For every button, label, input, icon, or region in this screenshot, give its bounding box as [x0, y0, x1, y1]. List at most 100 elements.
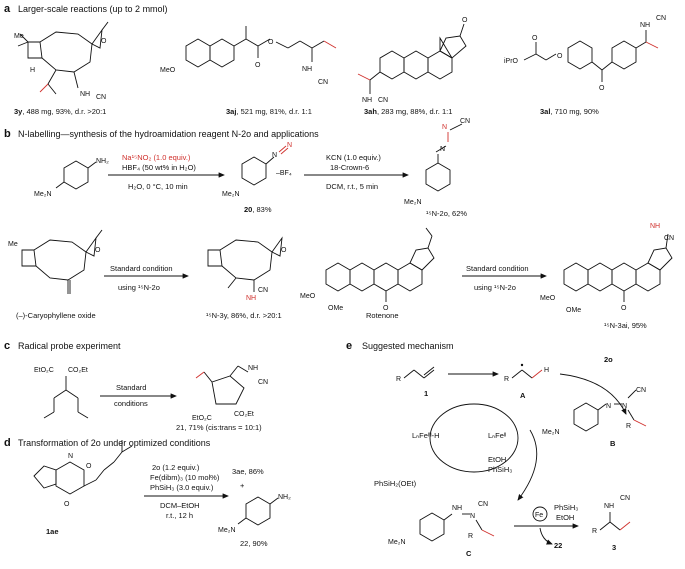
amine-c: NH N CN R Me₂N — [388, 501, 495, 546]
b-r: R — [626, 423, 631, 430]
21-ester4: CO₂Et — [234, 411, 254, 418]
c-cn: CN — [478, 501, 488, 508]
d-product1: 3ae, 86% — [232, 467, 264, 476]
22-me2n: Me₂N — [218, 527, 236, 534]
c-n: N — [470, 513, 475, 520]
c-arrow-bottom: conditions — [114, 399, 148, 408]
e-a-label: A — [520, 391, 526, 400]
15n-3y-cn: CN — [258, 287, 268, 294]
structure-1ae: N O O — [33, 440, 133, 508]
3aj-o2: O — [255, 62, 261, 69]
e-b-label: B — [610, 439, 616, 448]
d-cond-4: DCM–EtOH — [160, 501, 200, 510]
3ai-o: O — [621, 305, 627, 312]
3aj-meo: MeO — [160, 67, 176, 74]
rotenone-meo: MeO — [300, 293, 316, 300]
d-cond-5: r.t., 12 h — [166, 511, 193, 520]
structure-3aj: O O NH CN MeO — [160, 26, 337, 86]
3aj-cn: CN — [318, 79, 328, 86]
15n-3ai-label: ¹⁵N-3ai, 95% — [604, 321, 647, 330]
21-nh: NH — [248, 365, 258, 372]
2o-cn: CN — [460, 118, 470, 125]
3ah-o: O — [462, 17, 468, 24]
15n-3y-o: O — [281, 247, 287, 254]
20-label: 20, 83% — [244, 205, 272, 214]
structure-caryophyllene-oxide: O Me — [8, 229, 103, 294]
aniline-me2n: Me₂N — [34, 191, 52, 198]
b-n1: N — [606, 403, 611, 410]
step2-reagent2: 18-Crown-6 — [330, 163, 369, 172]
panel-e-title: Suggested mechanism — [362, 341, 454, 351]
e-regen-top: PhSiH₃ — [554, 503, 578, 512]
e-c-label: C — [466, 549, 472, 558]
2o-n15: N — [442, 124, 447, 131]
structure-diallylmalonate: EtO₂C CO₂Et — [34, 367, 89, 419]
app1-arrow-top: Standard condition — [110, 264, 173, 273]
structure-20: N N –BF₄ Me₂N — [222, 142, 292, 198]
20-n15: N — [287, 142, 292, 149]
panel-c-title: Radical probe experiment — [18, 341, 121, 351]
rotenone-ome: OMe — [328, 305, 343, 312]
1ae-n-me: N — [68, 453, 73, 460]
structure-3y: O NH CN Me H — [14, 21, 109, 101]
3ah-cn: CN — [378, 97, 388, 104]
22-nh2: NH₂ — [278, 494, 291, 501]
app1-arrow-bottom: using ¹⁵N-2o — [118, 283, 160, 292]
e-2o-label: 2o — [604, 355, 613, 364]
radical-a: R H — [504, 363, 549, 383]
d-cond-1: 2o (1.2 equiv.) — [152, 463, 200, 472]
3aj-o1: O — [268, 39, 274, 46]
panel-c-letter: c — [4, 340, 10, 352]
3ai-hn: NH — [650, 223, 660, 230]
step1-reagent2: HBF₄ (50 wt% in H₂O) — [122, 163, 196, 172]
15n-3y-hn: NH — [246, 295, 256, 302]
e-1-r: R — [396, 376, 401, 383]
20-me2n: Me₂N — [222, 191, 240, 198]
3aj-hn: NH — [302, 66, 312, 73]
d-product2: 22, 90% — [240, 539, 268, 548]
d-plus: + — [240, 481, 245, 490]
3al-ipro: iPrO — [504, 58, 519, 65]
e-a-r: R — [504, 376, 509, 383]
panel-a-title: Larger-scale reactions (up to 2 mmol) — [18, 4, 168, 14]
app2-arrow-bottom: using ¹⁵N-2o — [474, 283, 516, 292]
structure-3ah: O NH CN — [357, 17, 468, 104]
panel-b-letter: b — [4, 128, 11, 140]
panel-d-letter: d — [4, 437, 11, 449]
21-label: 21, 71% (cis:trans = 10:1) — [176, 423, 262, 432]
d-cond-3: PhSiH₃ (3.0 equiv.) — [150, 483, 214, 492]
panel-a-letter: a — [4, 3, 11, 15]
rotenone-label: Rotenone — [366, 311, 399, 320]
c-me2n: Me₂N — [388, 539, 406, 546]
20-n: N — [272, 152, 277, 159]
structure-3al: iPrO O O O NH CN — [504, 15, 666, 92]
b-me2n: Me₂N — [542, 429, 560, 436]
c-arrow-top: Standard — [116, 383, 146, 392]
3ai-ome: OMe — [566, 307, 581, 314]
b-cn: CN — [636, 387, 646, 394]
e-22-label: 22 — [554, 541, 562, 550]
d-cond-2: Fe(dibm)₃ (10 mol%) — [150, 473, 220, 482]
3al-o2: O — [557, 53, 563, 60]
3-cn: CN — [620, 495, 630, 502]
e-arrow-byproduct — [539, 527, 553, 545]
3ah-hn: NH — [362, 97, 372, 104]
e-fe3h: LₙFeᴵᴵᴵ-H — [412, 431, 440, 440]
3y-o: O — [101, 38, 107, 45]
3-hn: NH — [604, 503, 614, 510]
structure-21: NH CN EtO₂C CO₂Et — [192, 365, 268, 422]
alkene-1: R — [396, 366, 435, 383]
3y-hn: NH — [80, 91, 90, 98]
structure-22: NH₂ Me₂N — [218, 494, 291, 534]
3al-o1: O — [532, 35, 538, 42]
3al-label: 3al, 710 mg, 90% — [540, 107, 599, 116]
structure-15n-3y: O NH CN — [207, 236, 287, 302]
e-etoh: EtOH — [488, 455, 506, 464]
1ae-o2: O — [64, 501, 70, 508]
caryo-me: Me — [8, 241, 18, 248]
app2-arrow-top: Standard condition — [466, 264, 529, 273]
3-r: R — [592, 528, 597, 535]
adduct-b: N N CN R Me₂N — [542, 387, 647, 436]
structure-15n-2o: N N CN Me₂N — [404, 118, 470, 206]
